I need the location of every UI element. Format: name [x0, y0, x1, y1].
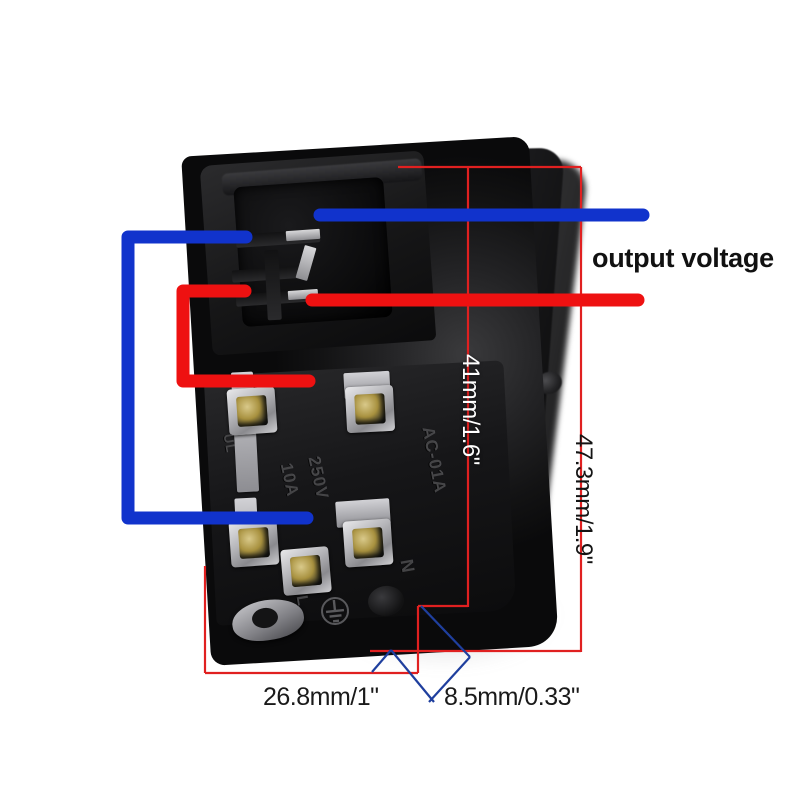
dimension-lines-red	[203, 165, 583, 675]
output-voltage-label: output voltage	[592, 243, 774, 273]
dimension-label-depth-flange: 8.5mm/0.33"	[444, 683, 580, 711]
leader-a1	[420, 605, 471, 658]
dimension-label-height-outer: 47.3mm/1.9"	[570, 434, 597, 564]
leader-b2	[371, 649, 392, 673]
wire-input-neutral-blue	[121, 230, 314, 525]
wire-input-live-red	[176, 284, 316, 388]
leader-b1	[390, 649, 435, 703]
dimension-label-width-body: 26.8mm/1"	[263, 683, 379, 711]
dimension-label-height-inner: 41mm/1.6"	[457, 354, 484, 465]
earth-ground-icon	[321, 597, 349, 625]
leader-a2	[428, 656, 471, 703]
leader-lines-blue	[371, 605, 471, 703]
